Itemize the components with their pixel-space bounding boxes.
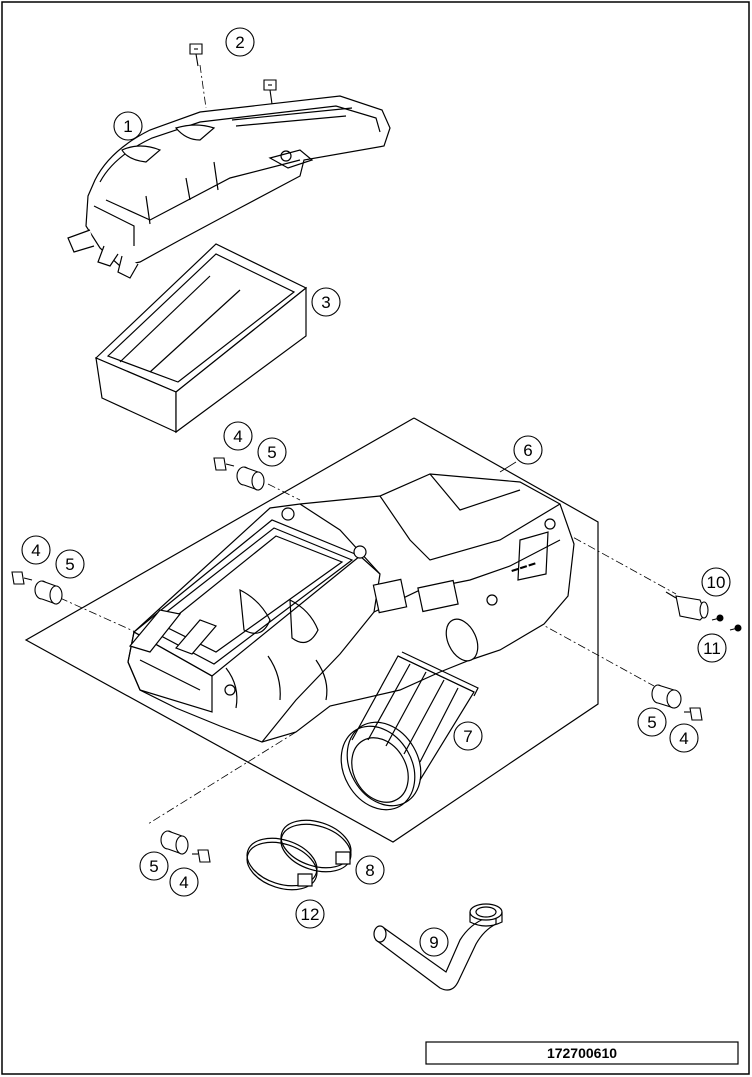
svg-text:11: 11 — [703, 639, 721, 658]
callout-8: 8 — [355, 855, 385, 885]
bolt-4d — [192, 850, 210, 862]
callout-1: 1 — [113, 111, 143, 141]
svg-text:7: 7 — [463, 727, 472, 746]
screw-2a — [190, 44, 202, 66]
callout-5d: 5 — [139, 851, 169, 881]
callout-6: 6 — [513, 435, 543, 465]
sensor-10 — [666, 592, 708, 620]
bolt-4b — [12, 572, 32, 584]
svg-text:5: 5 — [647, 713, 656, 732]
svg-text:10: 10 — [707, 573, 726, 592]
svg-text:3: 3 — [321, 293, 330, 312]
callout-4d: 4 — [169, 867, 199, 897]
drain-hose — [374, 904, 502, 990]
svg-text:2: 2 — [235, 33, 244, 52]
callout-7: 7 — [453, 721, 483, 751]
svg-text:5: 5 — [65, 555, 74, 574]
svg-text:8: 8 — [365, 861, 374, 880]
svg-text:4: 4 — [679, 729, 688, 748]
svg-text:4: 4 — [233, 427, 242, 446]
air-box-housing: ▬ ▬ ▬ — [128, 474, 574, 742]
callout-5a: 5 — [257, 437, 287, 467]
bolt-4c — [684, 708, 702, 720]
callout-4c: 4 — [669, 723, 699, 753]
svg-text:9: 9 — [429, 933, 438, 952]
callout-9: 9 — [419, 927, 449, 957]
assembly-bracket — [24, 417, 599, 843]
filter-cover — [68, 96, 390, 278]
callout-2: 2 — [225, 27, 255, 57]
callout-12: 12 — [295, 899, 325, 929]
callout-4b: 4 — [21, 535, 51, 565]
screw-11a — [712, 615, 723, 621]
document-number: 172700610 — [547, 1045, 617, 1061]
callout-5b: 5 — [55, 549, 85, 579]
svg-text:5: 5 — [149, 857, 158, 876]
intake-boot — [327, 652, 478, 823]
callout-11: 11 — [697, 633, 727, 663]
bolt-4a — [214, 458, 234, 470]
screw-11b — [730, 625, 741, 631]
grommet-5c — [652, 685, 681, 708]
svg-text:4: 4 — [179, 873, 188, 892]
air-filter-element — [96, 244, 306, 432]
callout-10: 10 — [701, 567, 731, 597]
callout-4a: 4 — [223, 421, 253, 451]
callout-5c: 5 — [637, 707, 667, 737]
hose-clamp-12 — [241, 830, 323, 898]
svg-text:1: 1 — [123, 117, 132, 136]
svg-text:6: 6 — [523, 441, 532, 460]
grommet-5b — [35, 581, 62, 604]
screw-2b — [264, 80, 276, 104]
grommet-5d — [161, 831, 188, 854]
grommet-5a — [237, 467, 264, 490]
callout-leaders — [499, 461, 517, 473]
callout-3: 3 — [311, 287, 341, 317]
hose-clamp-8 — [275, 812, 357, 880]
svg-text:12: 12 — [301, 905, 320, 924]
document-number-box: 172700610 — [425, 1041, 739, 1065]
svg-text:5: 5 — [267, 443, 276, 462]
svg-text:4: 4 — [31, 541, 40, 560]
